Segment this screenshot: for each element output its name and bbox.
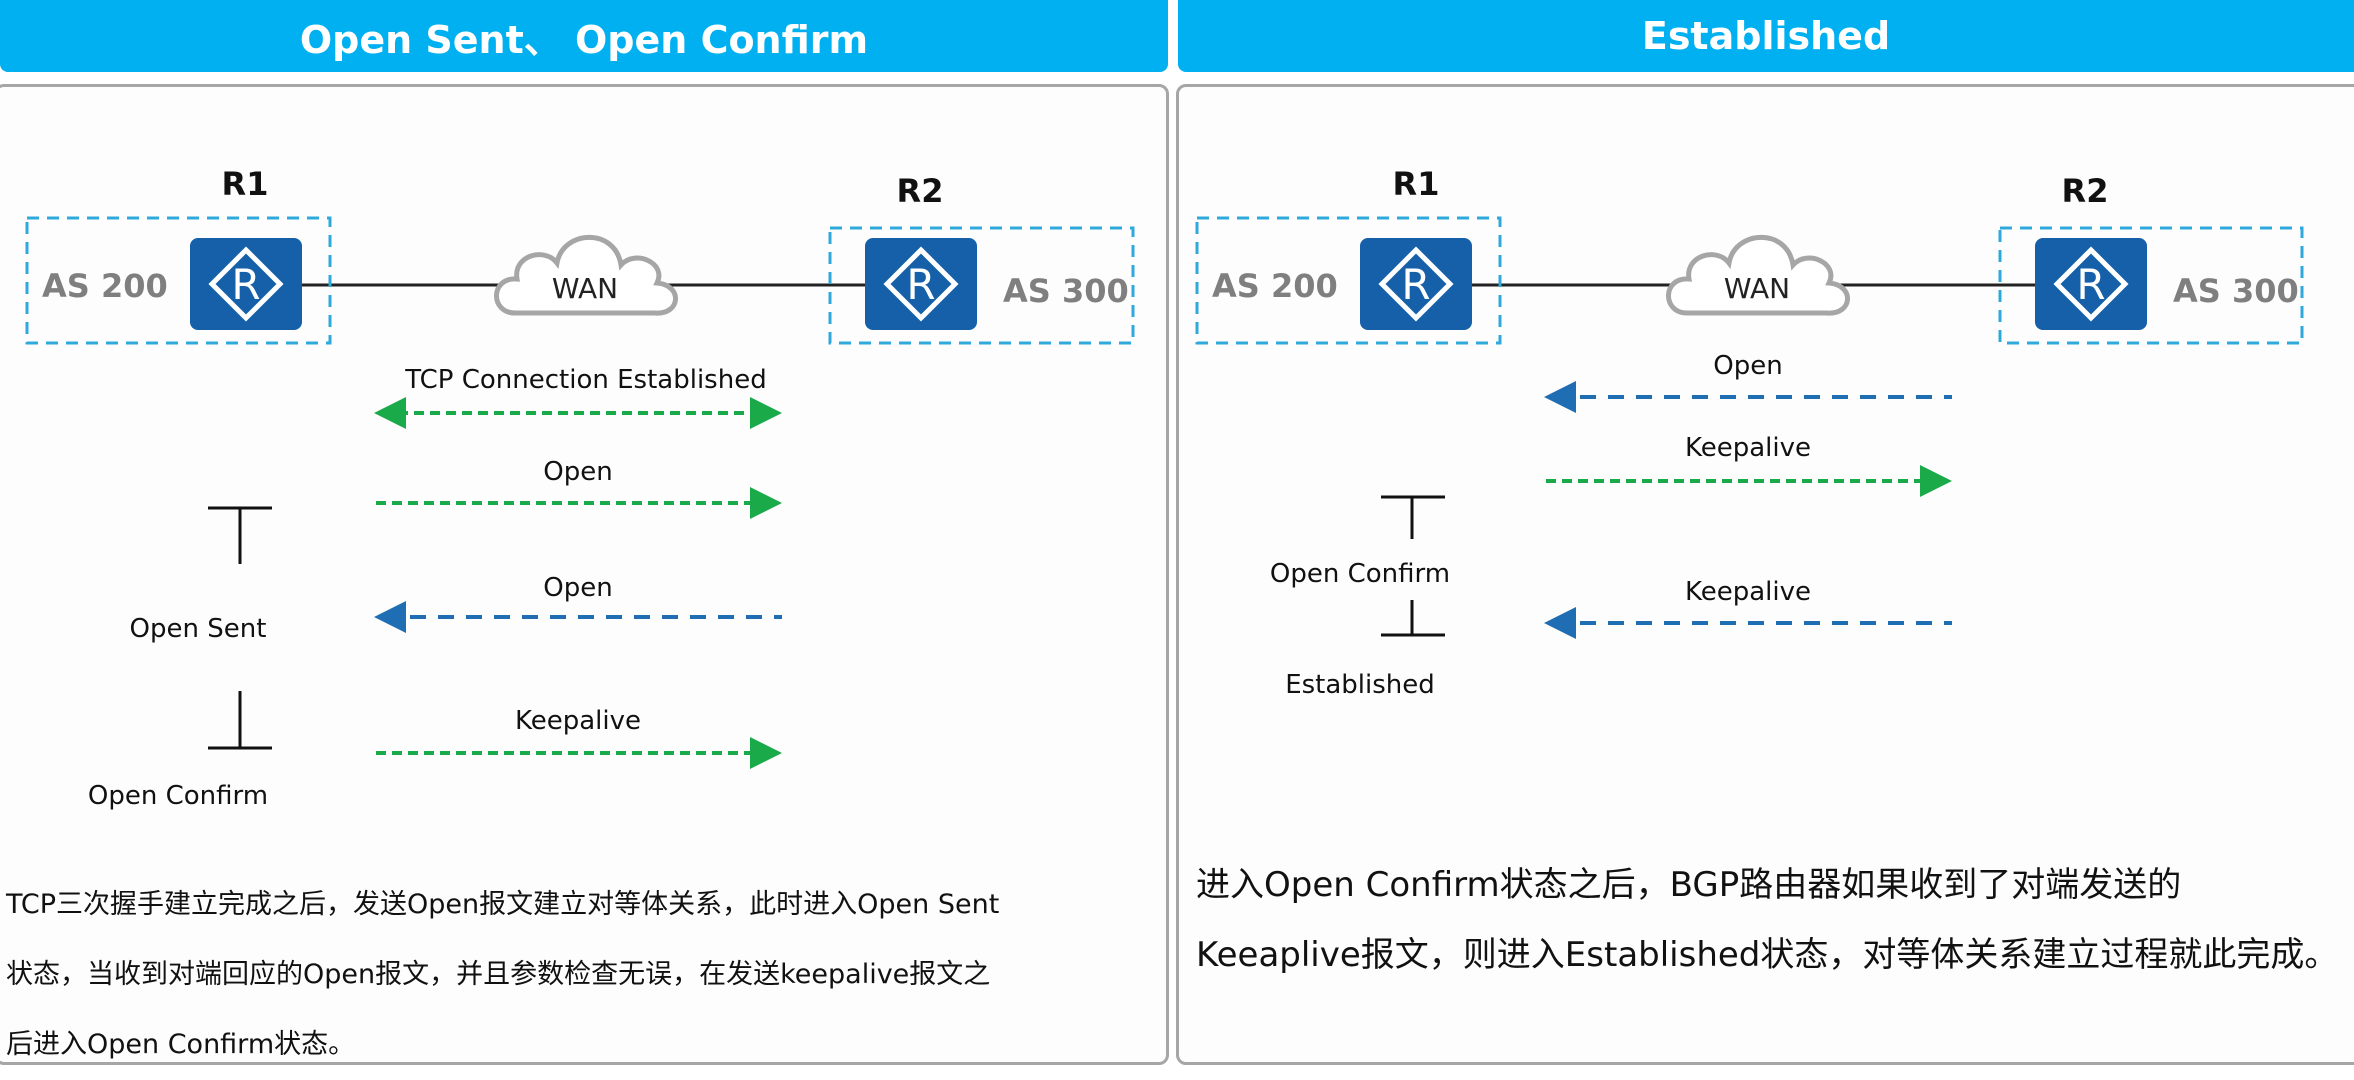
left-wan-label: WAN	[552, 272, 618, 305]
right-r2-label: R2	[2062, 172, 2109, 210]
right-r2-router-icon: R	[2035, 238, 2147, 330]
right-state-label: Open Confirm	[1270, 559, 1450, 589]
left-state-label: Open Confirm	[88, 781, 268, 811]
left-msg-label: TCP Connection Established	[404, 365, 766, 395]
right-header-title: Established	[1641, 14, 1891, 58]
left-r2-glyph: R	[906, 260, 935, 309]
right-description-line: Keeaplive报文，则进入Established状态，对等体关系建立过程就此…	[1196, 935, 2339, 975]
left-r2-label: R2	[897, 172, 944, 210]
left-description-line: TCP三次握手建立完成之后，发送Open报文建立对等体关系，此时进入Open S…	[6, 889, 1000, 920]
left-r2-router-icon: R	[865, 238, 977, 330]
right-description-line: 进入Open Confirm状态之后，BGP路由器如果收到了对端发送的	[1196, 865, 2182, 905]
left-description-line: 状态，当收到对端回应的Open报文，并且参数检查无误，在发送keepalive报…	[6, 959, 991, 990]
right-msg-label: Keepalive	[1685, 577, 1811, 607]
left-as300-label: AS 300	[1003, 272, 1129, 310]
left-topology: R R WAN R1 R2 AS 200 AS 300	[25, 165, 1135, 345]
right-r1-router-icon: R	[1360, 238, 1472, 330]
right-r2-glyph: R	[2076, 260, 2105, 309]
right-as200-label: AS 200	[1212, 267, 1338, 305]
right-states: Open Confirm Established	[1270, 495, 1450, 700]
right-state-label: Established	[1285, 670, 1435, 700]
right-r1-label: R1	[1393, 165, 1440, 203]
right-as300-label: AS 300	[2173, 272, 2299, 310]
right-header: Established	[1178, 0, 2354, 72]
left-description: TCP三次握手建立完成之后，发送Open报文建立对等体关系，此时进入Open S…	[6, 870, 999, 1080]
left-as200-label: AS 200	[42, 267, 168, 305]
right-as300-box	[1998, 226, 2304, 345]
diagram-canvas: R R WAN R1 R2 AS 200 AS 300 TCP Connecti…	[25, 165, 2304, 811]
right-description: 进入Open Confirm状态之后，BGP路由器如果收到了对端发送的 Keea…	[1196, 850, 2338, 990]
left-header: Open Sent、 Open Confirm	[0, 0, 1168, 72]
left-header-title: Open Sent、 Open Confirm	[299, 17, 869, 62]
left-r1-glyph: R	[231, 260, 260, 309]
right-topology: R R WAN R1 R2 AS 200 AS 300	[1195, 165, 2304, 345]
left-states: Open Sent Open Confirm	[88, 506, 272, 811]
left-r1-label: R1	[222, 165, 269, 203]
right-r1-glyph: R	[1401, 260, 1430, 309]
left-state-label: Open Sent	[130, 614, 267, 644]
left-as200-box	[25, 216, 332, 345]
left-r1-router-icon: R	[190, 238, 302, 330]
left-messages: TCP Connection Established Open Open Kee…	[374, 365, 782, 769]
left-as300-box	[828, 226, 1135, 345]
right-msg-label: Keepalive	[1685, 433, 1811, 463]
left-msg-label: Open	[543, 573, 612, 603]
left-description-line: 后进入Open Confirm状态。	[6, 1029, 356, 1060]
left-msg-label: Open	[543, 457, 612, 487]
left-msg-label: Keepalive	[515, 706, 641, 736]
right-msg-label: Open	[1713, 351, 1782, 381]
right-messages: Open Keepalive Keepalive	[1544, 351, 1952, 639]
right-wan-label: WAN	[1724, 272, 1790, 305]
right-as200-box	[1195, 216, 1502, 345]
